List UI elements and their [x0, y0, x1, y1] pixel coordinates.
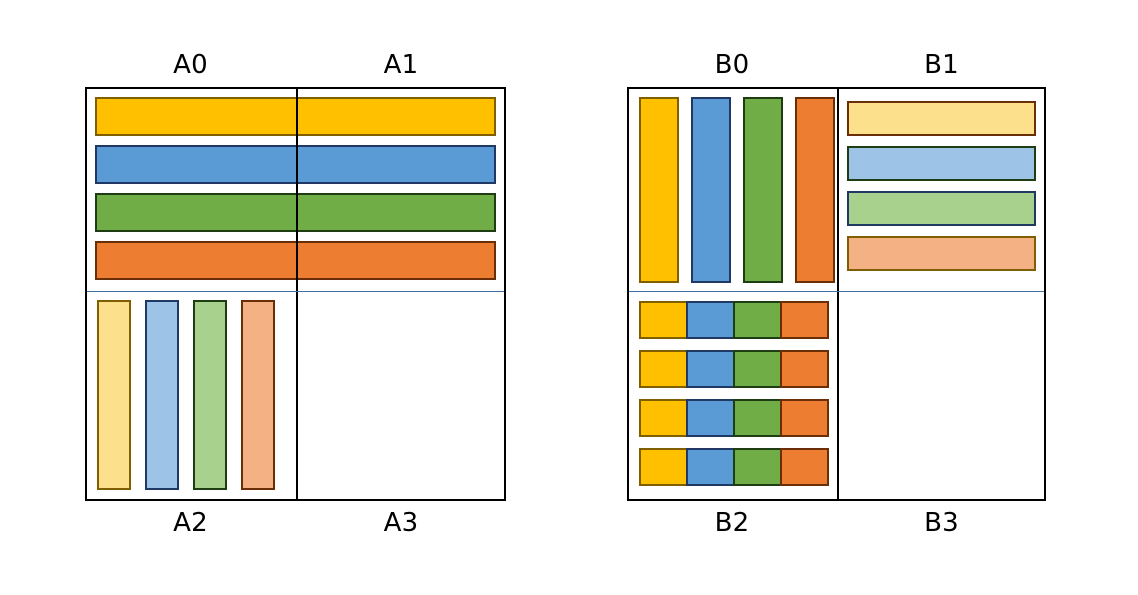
bar-vertical-blue — [691, 97, 731, 283]
stacked-bar-segment-yellow — [639, 350, 688, 388]
quadrant-label-b2: B2 — [714, 508, 750, 538]
quadrant-label-a2: A2 — [173, 508, 208, 538]
quadrant-a0-a1-bars — [87, 89, 504, 291]
quadrant-label-b1: B1 — [924, 50, 959, 80]
quadrant-label-a3: A3 — [383, 508, 419, 538]
bar-vertical-light-orange — [241, 300, 275, 490]
bar-horizontal-orange — [95, 241, 496, 280]
panel-b-row-divider — [629, 291, 1044, 292]
stacked-bar-row — [639, 350, 829, 388]
stacked-bar-segment-orange — [780, 448, 829, 486]
stacked-bar-segment-blue — [686, 301, 735, 339]
bar-vertical-green — [743, 97, 783, 283]
bar-horizontal-blue — [95, 145, 496, 184]
stacked-bar-segment-blue — [686, 350, 735, 388]
stacked-bar-segment-yellow — [639, 399, 688, 437]
bar-vertical-light-yellow — [97, 300, 131, 490]
bar-vertical-light-blue — [145, 300, 179, 490]
quadrant-label-a1: A1 — [383, 50, 419, 80]
panel-a-row-divider — [87, 291, 504, 292]
bar-horizontal-yellow — [95, 97, 496, 136]
quadrant-b1-bars — [839, 89, 1044, 291]
panel-b-column-divider — [837, 89, 839, 499]
bar-vertical-yellow — [639, 97, 679, 283]
stacked-bar-segment-orange — [780, 399, 829, 437]
bar-vertical-orange — [795, 97, 835, 283]
stacked-bar-row — [639, 399, 829, 437]
bar-horizontal-light-yellow — [847, 101, 1036, 136]
quadrant-b3-empty — [839, 292, 1044, 499]
stacked-bar-row — [639, 448, 829, 486]
bar-horizontal-light-green — [847, 191, 1036, 226]
quadrant-a3-empty — [298, 292, 504, 499]
stacked-bar-segment-green — [733, 301, 782, 339]
quadrant-a2-bars — [87, 292, 296, 499]
bar-vertical-light-green — [193, 300, 227, 490]
quadrant-label-b3: B3 — [924, 508, 959, 538]
quadrant-b0-bars — [629, 89, 837, 291]
panel-b — [627, 87, 1046, 501]
stacked-bar-row — [639, 301, 829, 339]
stacked-bar-segment-blue — [686, 399, 735, 437]
stacked-bar-segment-yellow — [639, 301, 688, 339]
panel-a — [85, 87, 506, 501]
panel-a-column-divider — [296, 89, 298, 499]
bar-horizontal-light-orange — [847, 236, 1036, 271]
quadrant-label-b0: B0 — [714, 50, 750, 80]
bar-horizontal-light-blue — [847, 146, 1036, 181]
quadrant-label-a0: A0 — [173, 50, 208, 80]
bar-horizontal-green — [95, 193, 496, 232]
stacked-bar-segment-orange — [780, 350, 829, 388]
stacked-bar-segment-blue — [686, 448, 735, 486]
quadrant-b2-stacked-bars — [629, 292, 837, 499]
stacked-bar-segment-green — [733, 399, 782, 437]
stacked-bar-segment-orange — [780, 301, 829, 339]
stacked-bar-segment-green — [733, 350, 782, 388]
stacked-bar-segment-green — [733, 448, 782, 486]
stacked-bar-segment-yellow — [639, 448, 688, 486]
